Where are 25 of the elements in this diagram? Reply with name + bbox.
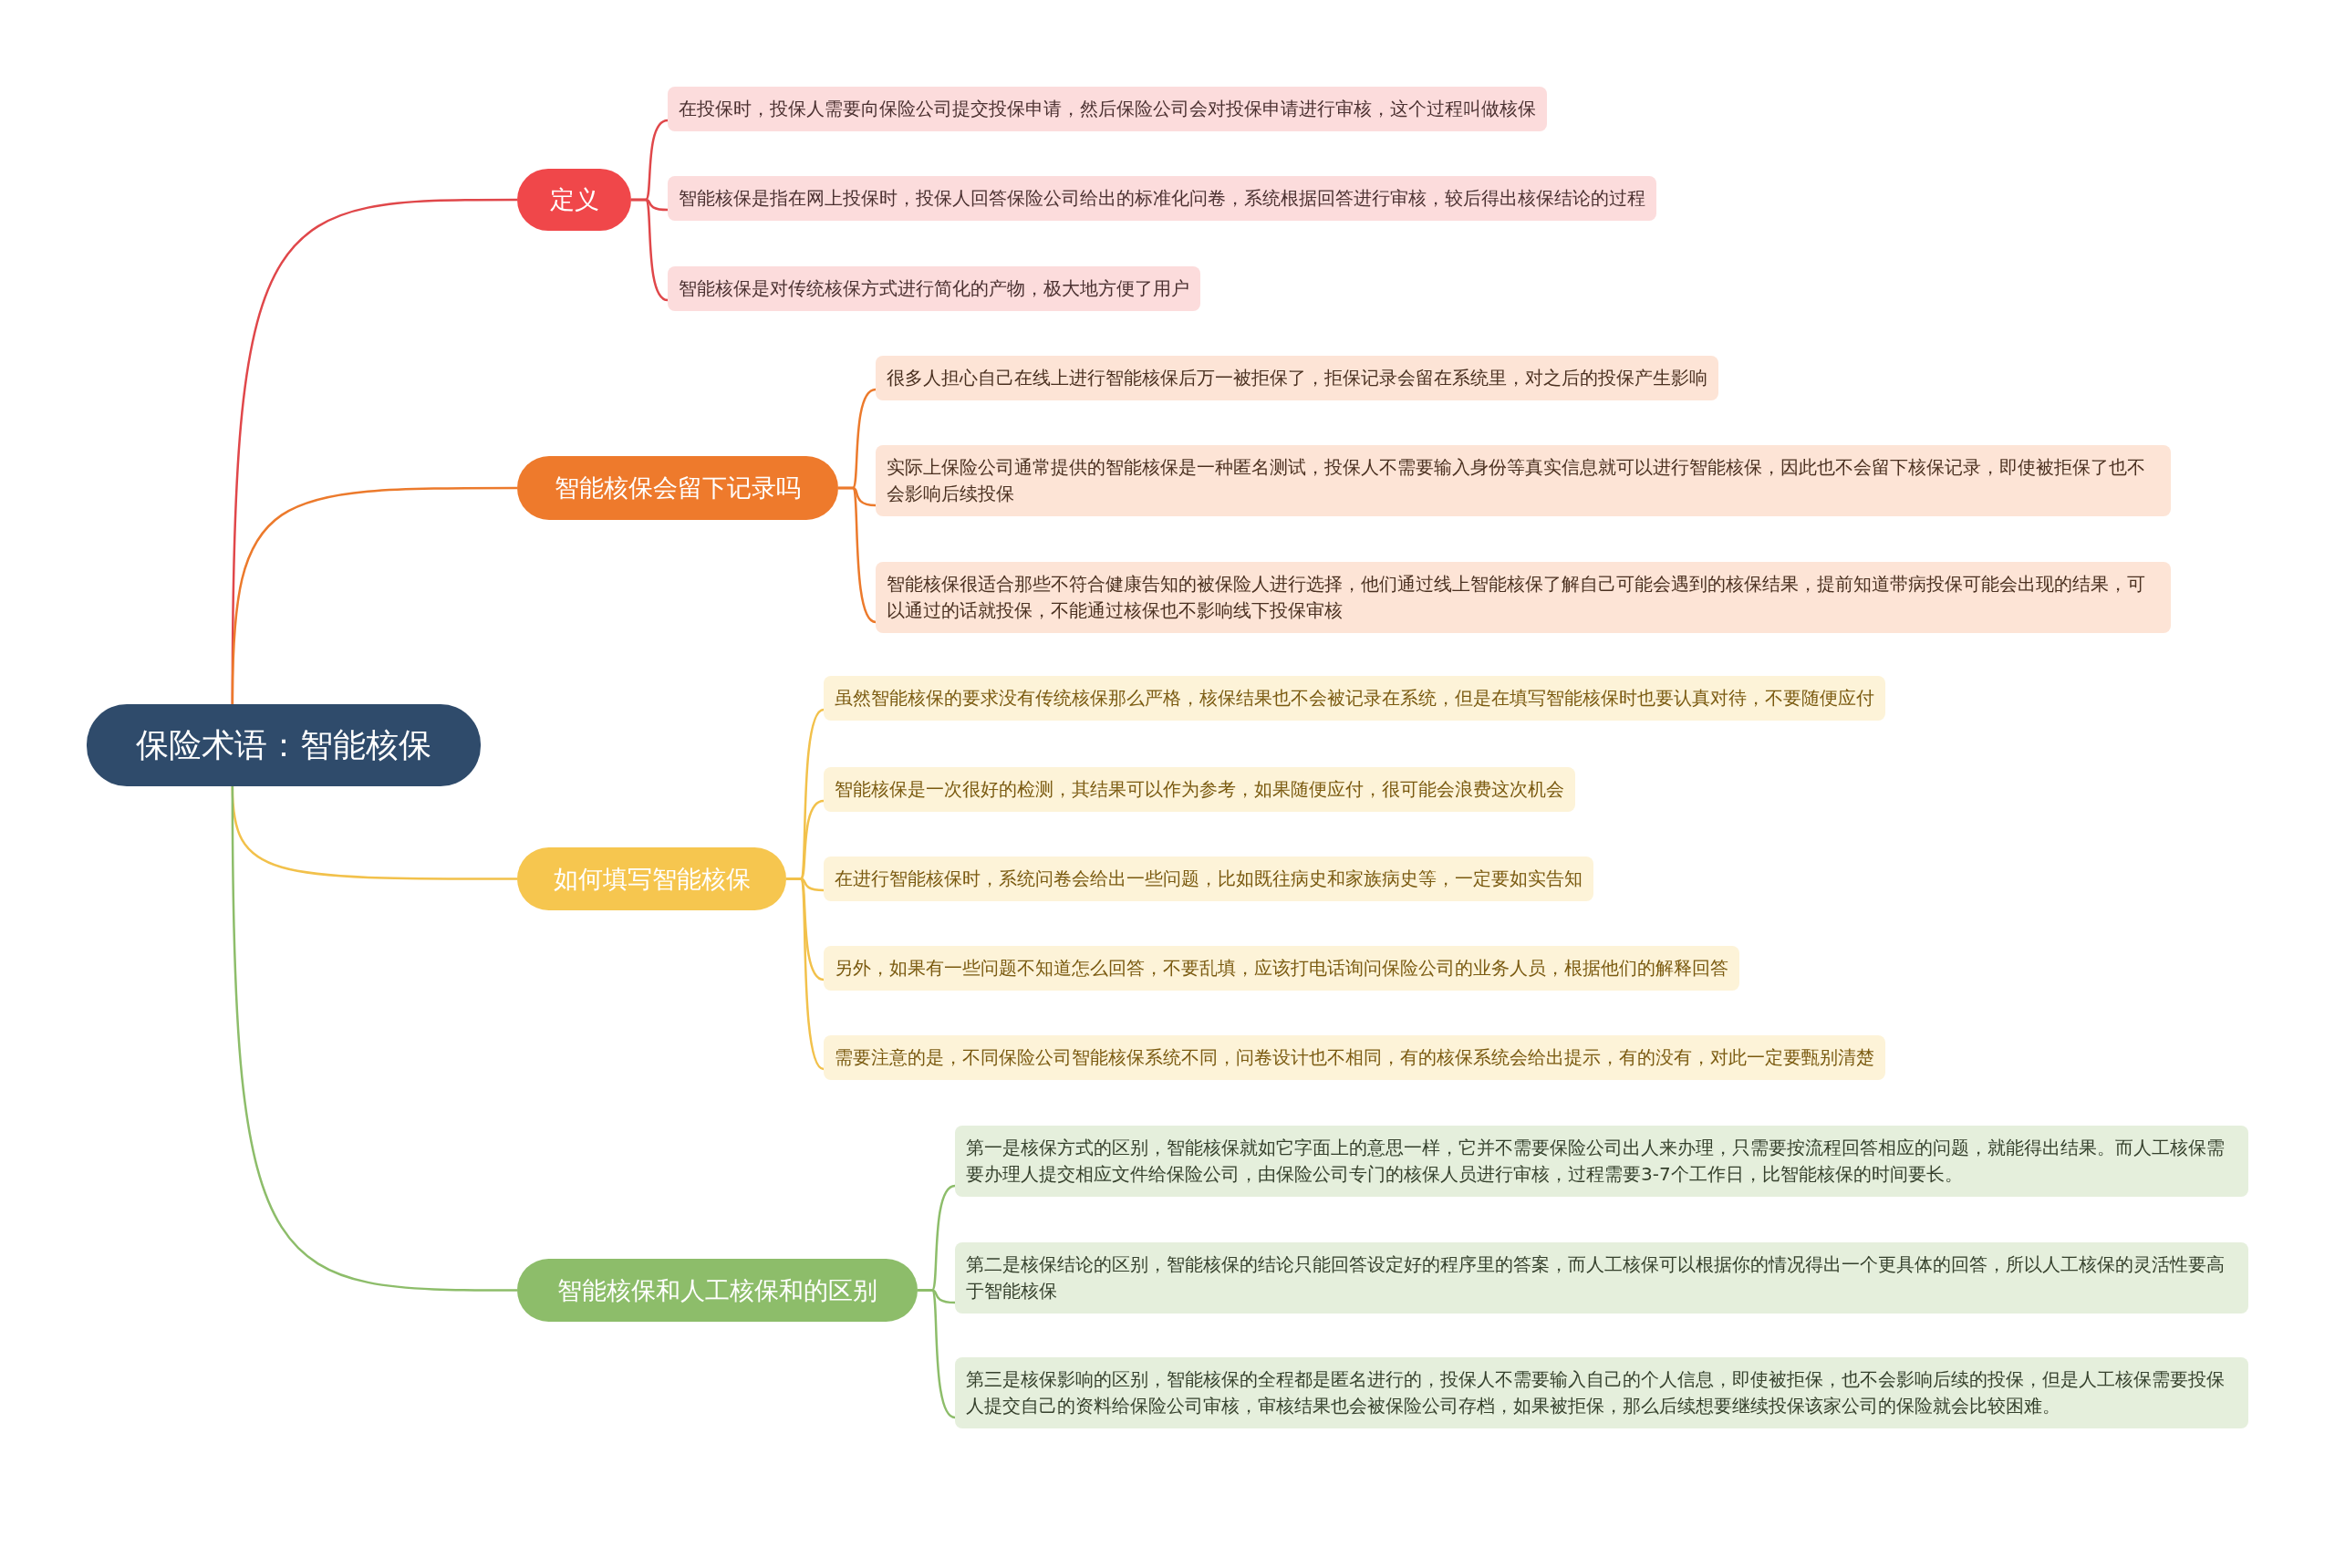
leaf-topic: 第二是核保结论的区别，智能核保的结论只能回答设定好的程序里的答案，而人工核保可以根据你的情况得出一个更具体的回答，所以人工核保的灵活性要高于智能核保 bbox=[955, 1242, 2248, 1314]
branch-topic: 如何填写智能核保 bbox=[517, 847, 786, 910]
connector-line bbox=[786, 877, 825, 1071]
leaf-topic: 很多人担心自己在线上进行智能核保后万一被拒保了，拒保记录会留在系统里，对之后的投保产生影响 bbox=[876, 356, 1718, 400]
connector-line bbox=[231, 786, 517, 1292]
branch-topic: 定义 bbox=[517, 169, 631, 231]
connector-line bbox=[631, 198, 669, 302]
connector-line bbox=[838, 486, 877, 624]
leaf-topic: 第三是核保影响的区别，智能核保的全程都是匿名进行的，投保人不需要输入自己的个人信息，即使被拒保，也不会影响后续的投保，但是人工核保需要投保人提交自己的资料给保险公司审核，审核结果也会被保险公司存档，如果被拒保，那么后续想要继续投保该家公司的保险就会比较困难。 bbox=[955, 1357, 2248, 1428]
branch-topic: 智能核保和人工核保和的区别 bbox=[517, 1259, 918, 1322]
root-topic: 保险术语：智能核保 bbox=[87, 704, 481, 786]
branch-topic: 智能核保会留下记录吗 bbox=[517, 456, 838, 520]
leaf-topic: 在进行智能核保时，系统问卷会给出一些问题，比如既往病史和家族病史等，一定要如实告知 bbox=[824, 857, 1593, 901]
leaf-topic: 智能核保是对传统核保方式进行简化的产物，极大地方便了用户 bbox=[668, 266, 1200, 311]
connector-line bbox=[918, 1289, 956, 1419]
leaf-topic: 虽然智能核保的要求没有传统核保那么严格，核保结果也不会被记录在系统，但是在填写智能核保时也要认真对待，不要随便应付 bbox=[824, 676, 1885, 721]
leaf-topic: 智能核保很适合那些不符合健康告知的被保险人进行选择，他们通过线上智能核保了解自己可能会遇到的核保结果，提前知道带病投保可能会出现的结果，可以通过的话就投保，不能通过核保也不影响线下投保审核 bbox=[876, 562, 2171, 633]
leaf-topic: 在投保时，投保人需要向保险公司提交投保申请，然后保险公司会对投保申请进行审核，这个过程叫做核保 bbox=[668, 87, 1547, 131]
leaf-topic: 智能核保是指在网上投保时，投保人回答保险公司给出的标准化问卷，系统根据回答进行审核，较后得出核保结论的过程 bbox=[668, 176, 1656, 221]
leaf-topic: 需要注意的是，不同保险公司智能核保系统不同，问卷设计也不相同，有的核保系统会给出提示，有的没有，对此一定要甄别清楚 bbox=[824, 1035, 1885, 1080]
leaf-topic: 实际上保险公司通常提供的智能核保是一种匿名测试，投保人不需要输入身份等真实信息就可以进行智能核保，因此也不会留下核保记录，即使被拒保了也不会影响后续投保 bbox=[876, 445, 2171, 516]
leaf-topic: 第一是核保方式的区别，智能核保就如它字面上的意思一样，它并不需要保险公司出人来办理，只需要按流程回答相应的问题，就能得出结果。而人工核保需要办理人提交相应文件给保险公司，由保险公司专门的核保人员进行审核，过程需要3-7个工作日，比智能核保的时间要长。 bbox=[955, 1126, 2248, 1197]
connector-line bbox=[231, 486, 517, 705]
leaf-topic: 智能核保是一次很好的检测，其结果可以作为参考，如果随便应付，很可能会浪费这次机会 bbox=[824, 767, 1575, 812]
leaf-topic: 另外，如果有一些问题不知道怎么回答，不要乱填，应该打电话询问保险公司的业务人员，根据他们的解释回答 bbox=[824, 946, 1739, 991]
